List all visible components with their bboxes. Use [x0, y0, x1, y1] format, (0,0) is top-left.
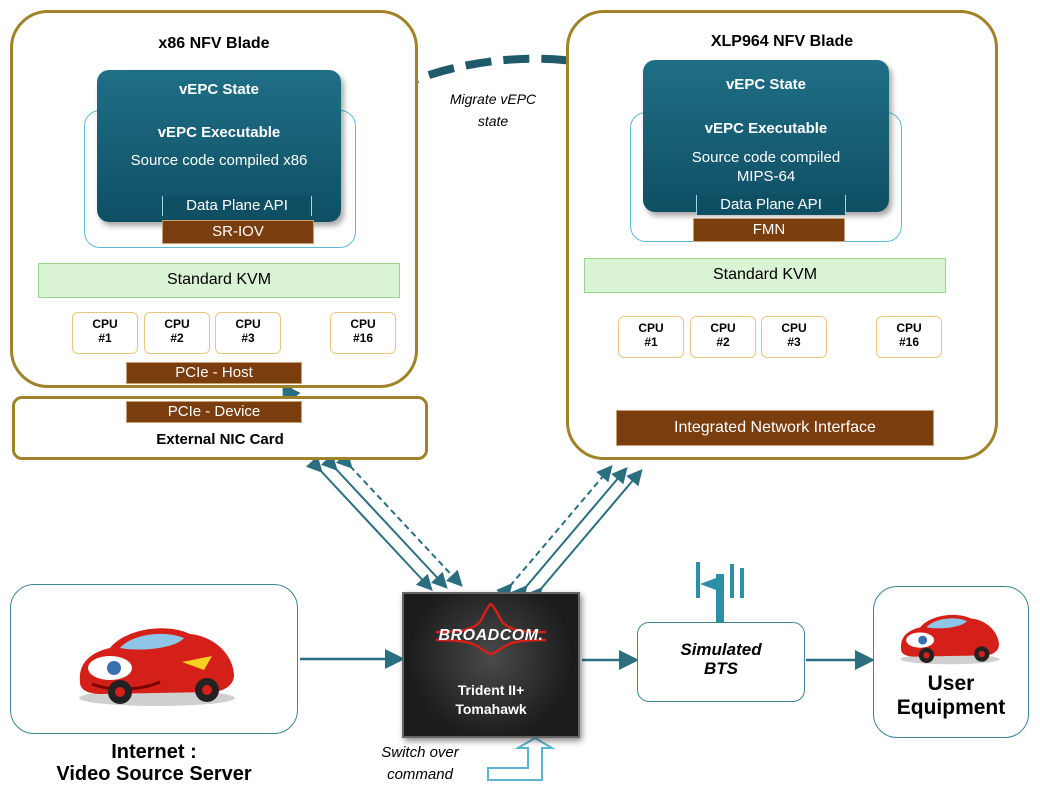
broadcom-brand: BROADCOM.: [438, 627, 544, 644]
integrated-network-interface: Integrated Network Interface: [616, 410, 934, 446]
pcie-host-label: PCIe - Host: [126, 362, 302, 384]
antenna-icon: [696, 562, 744, 626]
x86-cpu-16: CPU#16: [330, 312, 396, 354]
car-image: [79, 628, 235, 706]
xlp-cpu-16: CPU#16: [876, 316, 942, 358]
xlp-cpu-3: CPU#3: [761, 316, 827, 358]
xlp-exec-title: vEPC Executable: [704, 120, 828, 137]
xlp-cpu-1: CPU#1: [618, 316, 684, 358]
xlp-kvm: Standard KVM: [584, 258, 946, 293]
xlp-vepc-state: [643, 60, 889, 212]
sr-iov-label: SR-IOV: [162, 220, 314, 244]
x86-cpu-3: CPU#3: [215, 312, 281, 354]
internet-label: Internet :Video Source Server: [56, 741, 252, 785]
x86-exec-title: vEPC Executable: [157, 124, 281, 141]
x86-exec-desc: Source code compiled x86: [130, 152, 308, 169]
external-nic-label: External NIC Card: [156, 431, 284, 448]
x86-kvm: Standard KVM: [38, 263, 400, 298]
broadcom-switch: [402, 592, 580, 738]
x86-blade-title: x86 NFV Blade: [158, 35, 270, 52]
x86-cpu-1: CPU#1: [72, 312, 138, 354]
external-nic-card: [12, 396, 428, 460]
xlp-blade-title: XLP964 NFV Blade: [710, 33, 854, 50]
x86-data-plane-api: Data Plane API: [162, 196, 312, 216]
pcie-device-label: PCIe - Device: [126, 401, 302, 423]
switch-model: Trident II+Tomahawk: [455, 682, 527, 717]
bts-box: [637, 622, 805, 702]
xlp-state-label: vEPC State: [725, 76, 807, 93]
xlp-cpu-2: CPU#2: [690, 316, 756, 358]
xlp-data-plane-api: Data Plane API: [696, 195, 846, 215]
x86-state-label: vEPC State: [178, 81, 260, 98]
switch-command-arrow: [487, 736, 556, 781]
car-image-small: [900, 614, 1000, 665]
fmn-label: FMN: [693, 218, 845, 242]
broadcom-logo: [435, 602, 547, 656]
x86-cpu-2: CPU#2: [144, 312, 210, 354]
